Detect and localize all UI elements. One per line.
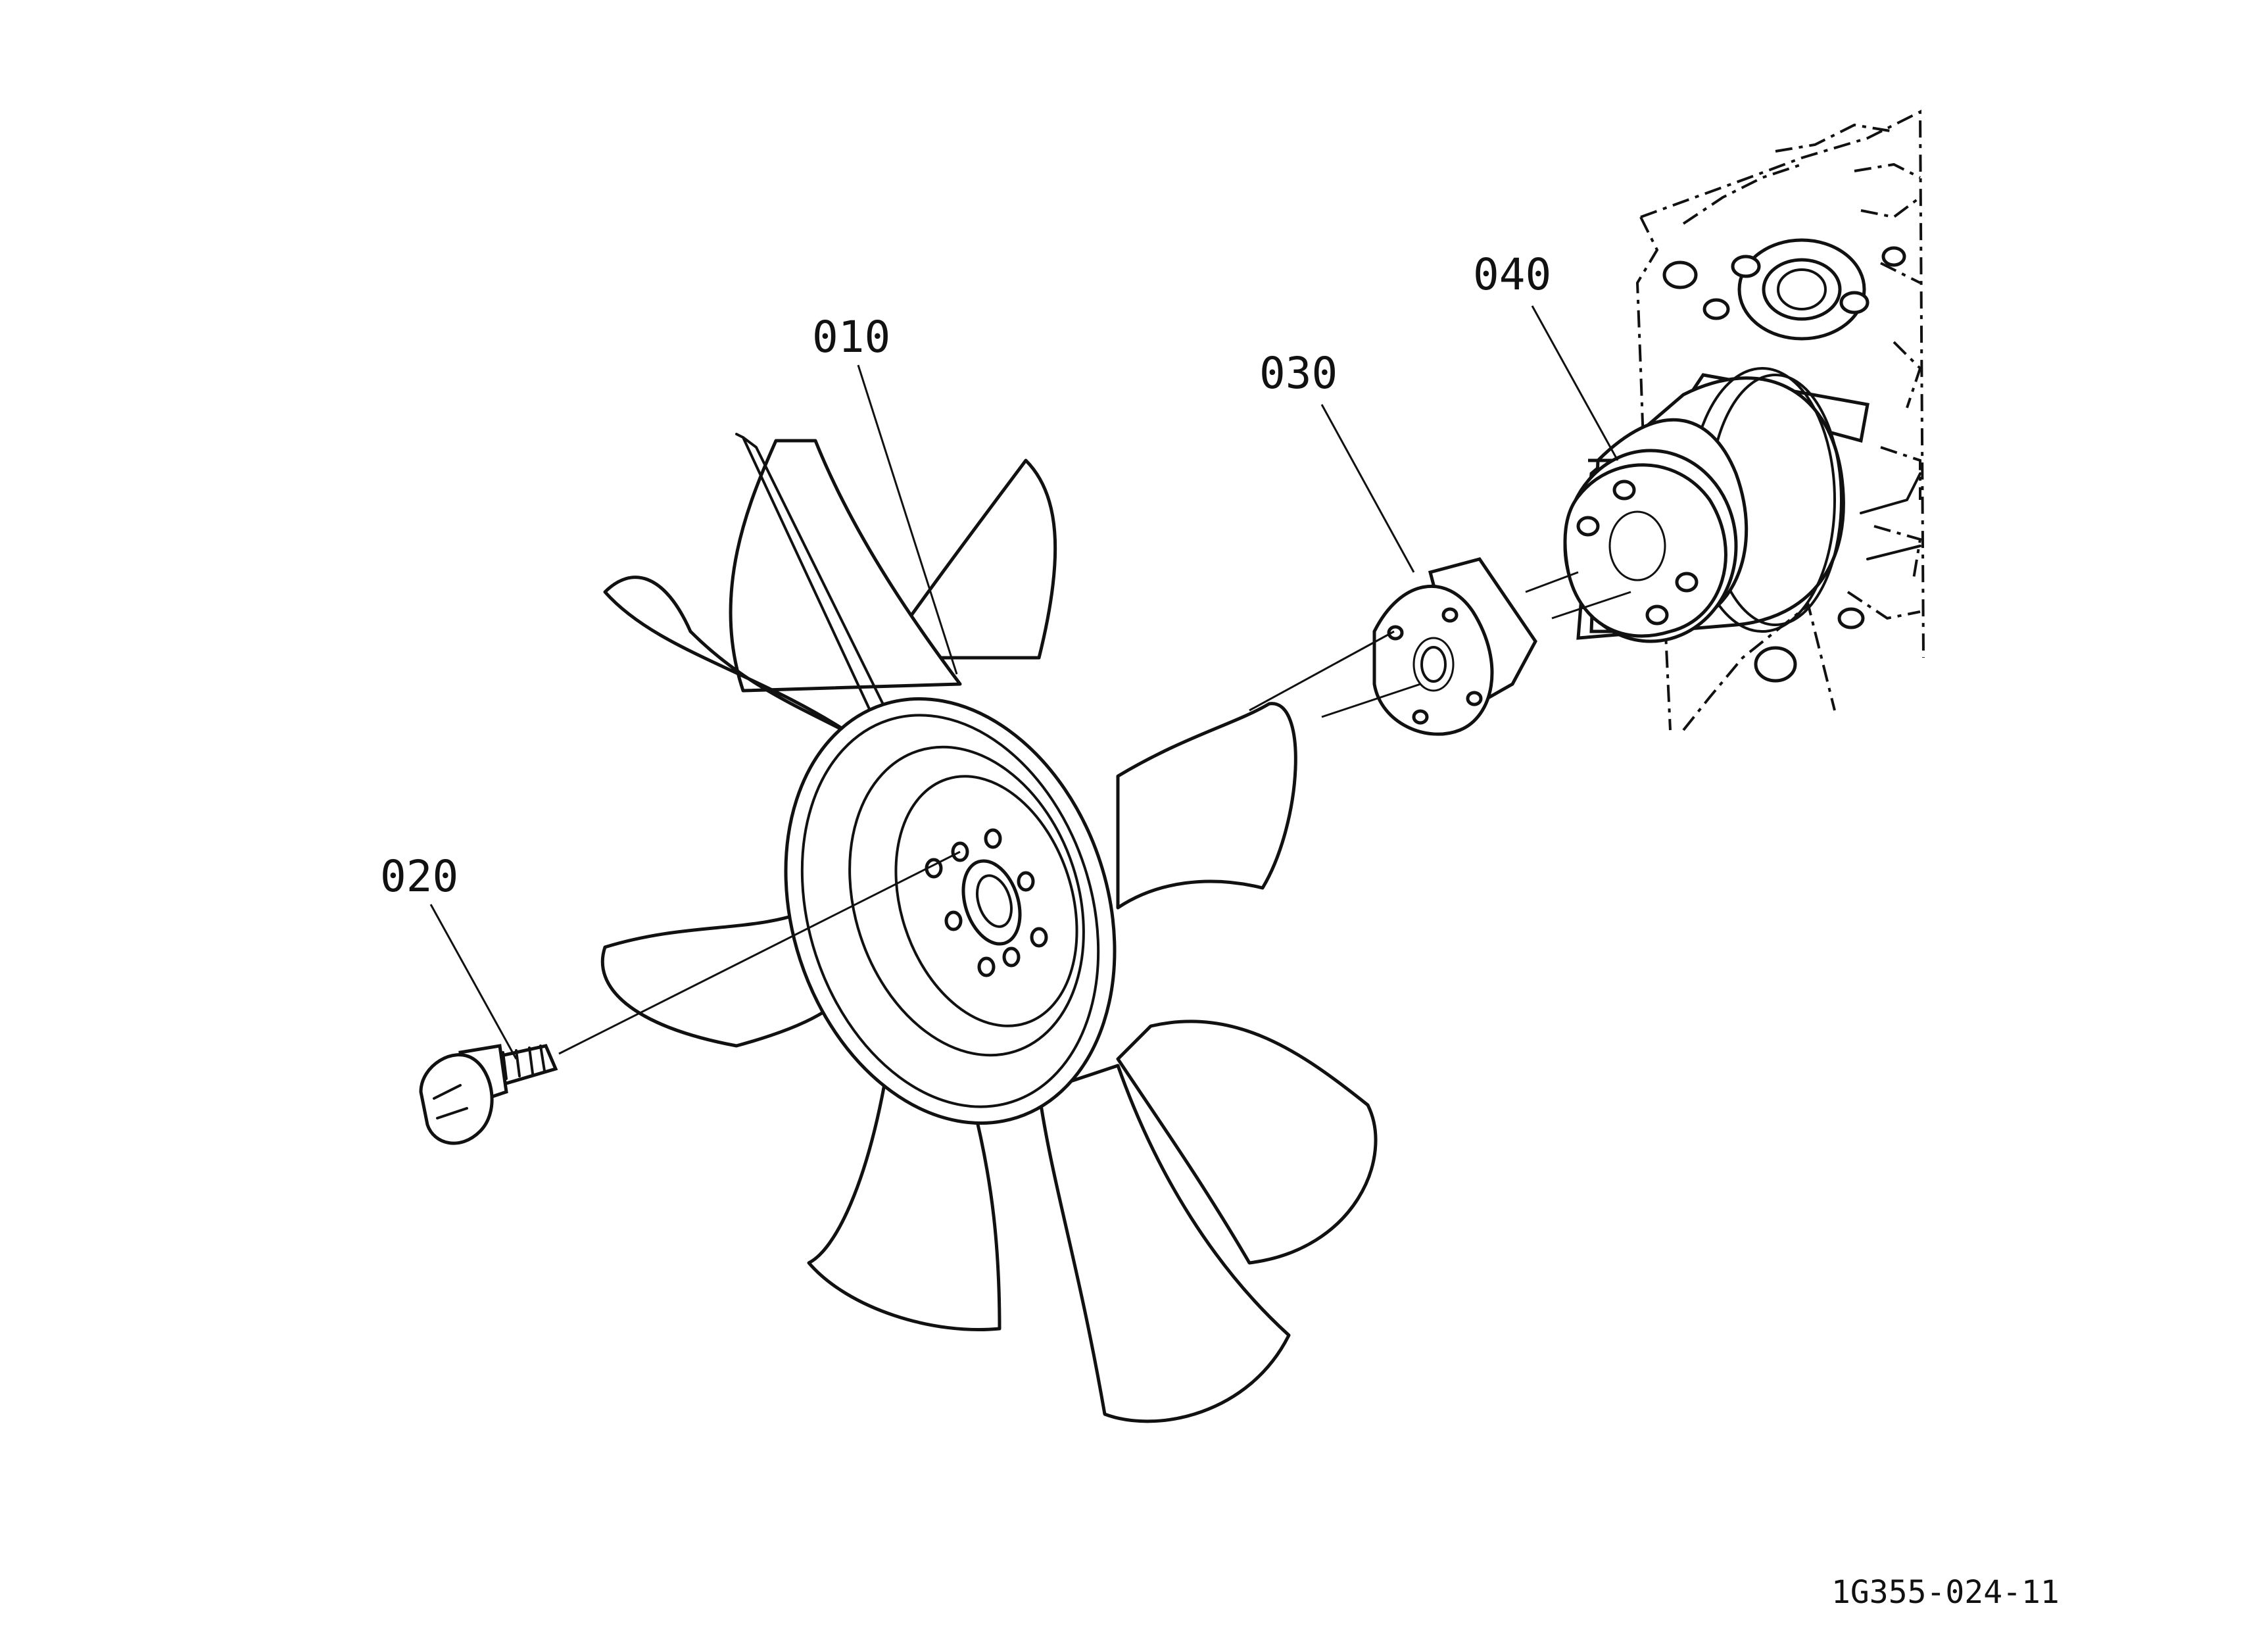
fan-spacer-030 (1372, 557, 1537, 736)
assembly-axis-lines (558, 571, 1631, 1055)
fan-bolt-020 (419, 1044, 558, 1145)
water-pump-pulley-040 (1563, 367, 1845, 643)
leader-lines (429, 305, 1619, 1060)
label-010: 010 (812, 312, 890, 362)
label-040: 040 (1473, 249, 1551, 300)
label-020: 020 (380, 851, 458, 902)
cooling-fan-010 (600, 433, 1378, 1423)
document-code: 1G355-024-11 (1831, 1574, 2060, 1611)
label-030: 030 (1259, 348, 1338, 399)
